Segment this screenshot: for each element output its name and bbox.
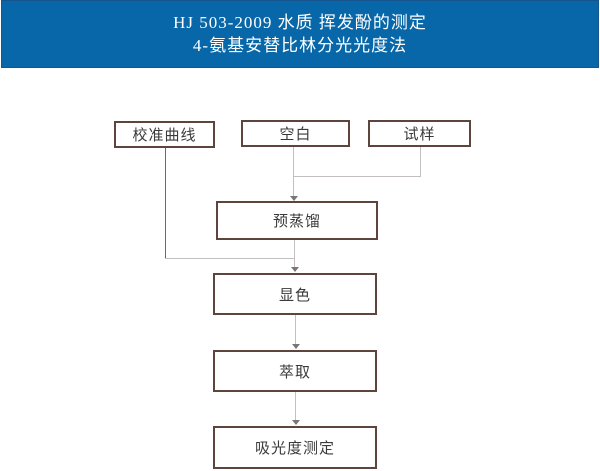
header-banner: HJ 503-2009 水质 挥发酚的测定 4-氨基安替比林分光光度法	[1, 0, 599, 68]
connector-calibration-horizontal	[165, 258, 294, 259]
node-absorbance-measurement: 吸光度测定	[213, 426, 377, 469]
connector-sample-horizontal	[293, 176, 421, 177]
arrowhead-into-predistillation	[290, 196, 298, 201]
node-calibration-curve: 校准曲线	[114, 121, 215, 148]
connector-predistillation-down	[294, 240, 295, 267]
connector-blank-vertical	[293, 147, 294, 196]
node-extraction: 萃取	[213, 350, 377, 392]
arrowhead-into-absorbance	[292, 420, 300, 425]
header-title-line1: HJ 503-2009 水质 挥发酚的测定	[173, 13, 427, 32]
connector-sample-vertical	[420, 147, 421, 176]
arrowhead-into-colordev	[291, 267, 299, 272]
header-title-line2: 4-氨基安替比林分光光度法	[192, 36, 408, 55]
node-color-development: 显色	[213, 273, 377, 315]
arrowhead-into-extraction	[292, 344, 300, 349]
node-sample: 试样	[368, 120, 471, 147]
connector-calibration-vertical	[165, 148, 166, 258]
node-blank: 空白	[241, 120, 350, 147]
connector-extraction-down	[295, 392, 296, 420]
node-pre-distillation: 预蒸馏	[216, 201, 378, 240]
connector-colordev-down	[295, 315, 296, 344]
